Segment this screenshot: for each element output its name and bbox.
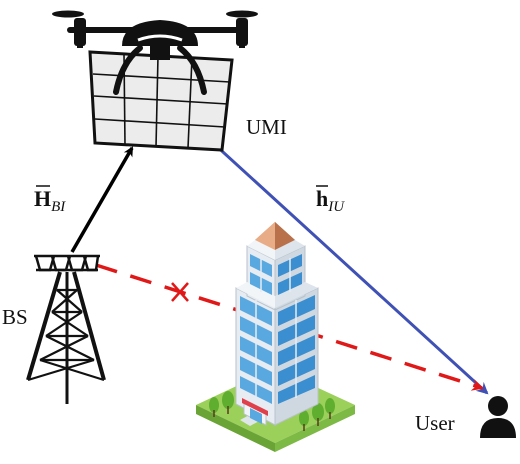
channel-bi-label: HBI — [34, 186, 66, 215]
drone-icon — [52, 10, 258, 48]
umi-label: UMI — [246, 115, 287, 139]
blockage-cross-icon — [171, 282, 189, 302]
bs-label: BS — [2, 305, 28, 329]
channel-bi-sub: BI — [51, 199, 66, 215]
user-person-icon — [480, 396, 516, 438]
user-label: User — [415, 411, 455, 435]
building-icon — [196, 222, 355, 452]
umi-reflecting-panel — [88, 45, 234, 152]
link-bs-to-umi — [70, 146, 134, 253]
blocked-link-bs-to-user — [95, 263, 484, 391]
channel-iu-label: hIU — [316, 186, 345, 215]
channel-iu-base: h — [316, 186, 328, 211]
channel-iu-sub: IU — [327, 199, 345, 215]
channel-bi-base: H — [34, 186, 51, 211]
base-station-tower-icon — [26, 254, 106, 404]
link-umi-to-user — [210, 140, 489, 395]
